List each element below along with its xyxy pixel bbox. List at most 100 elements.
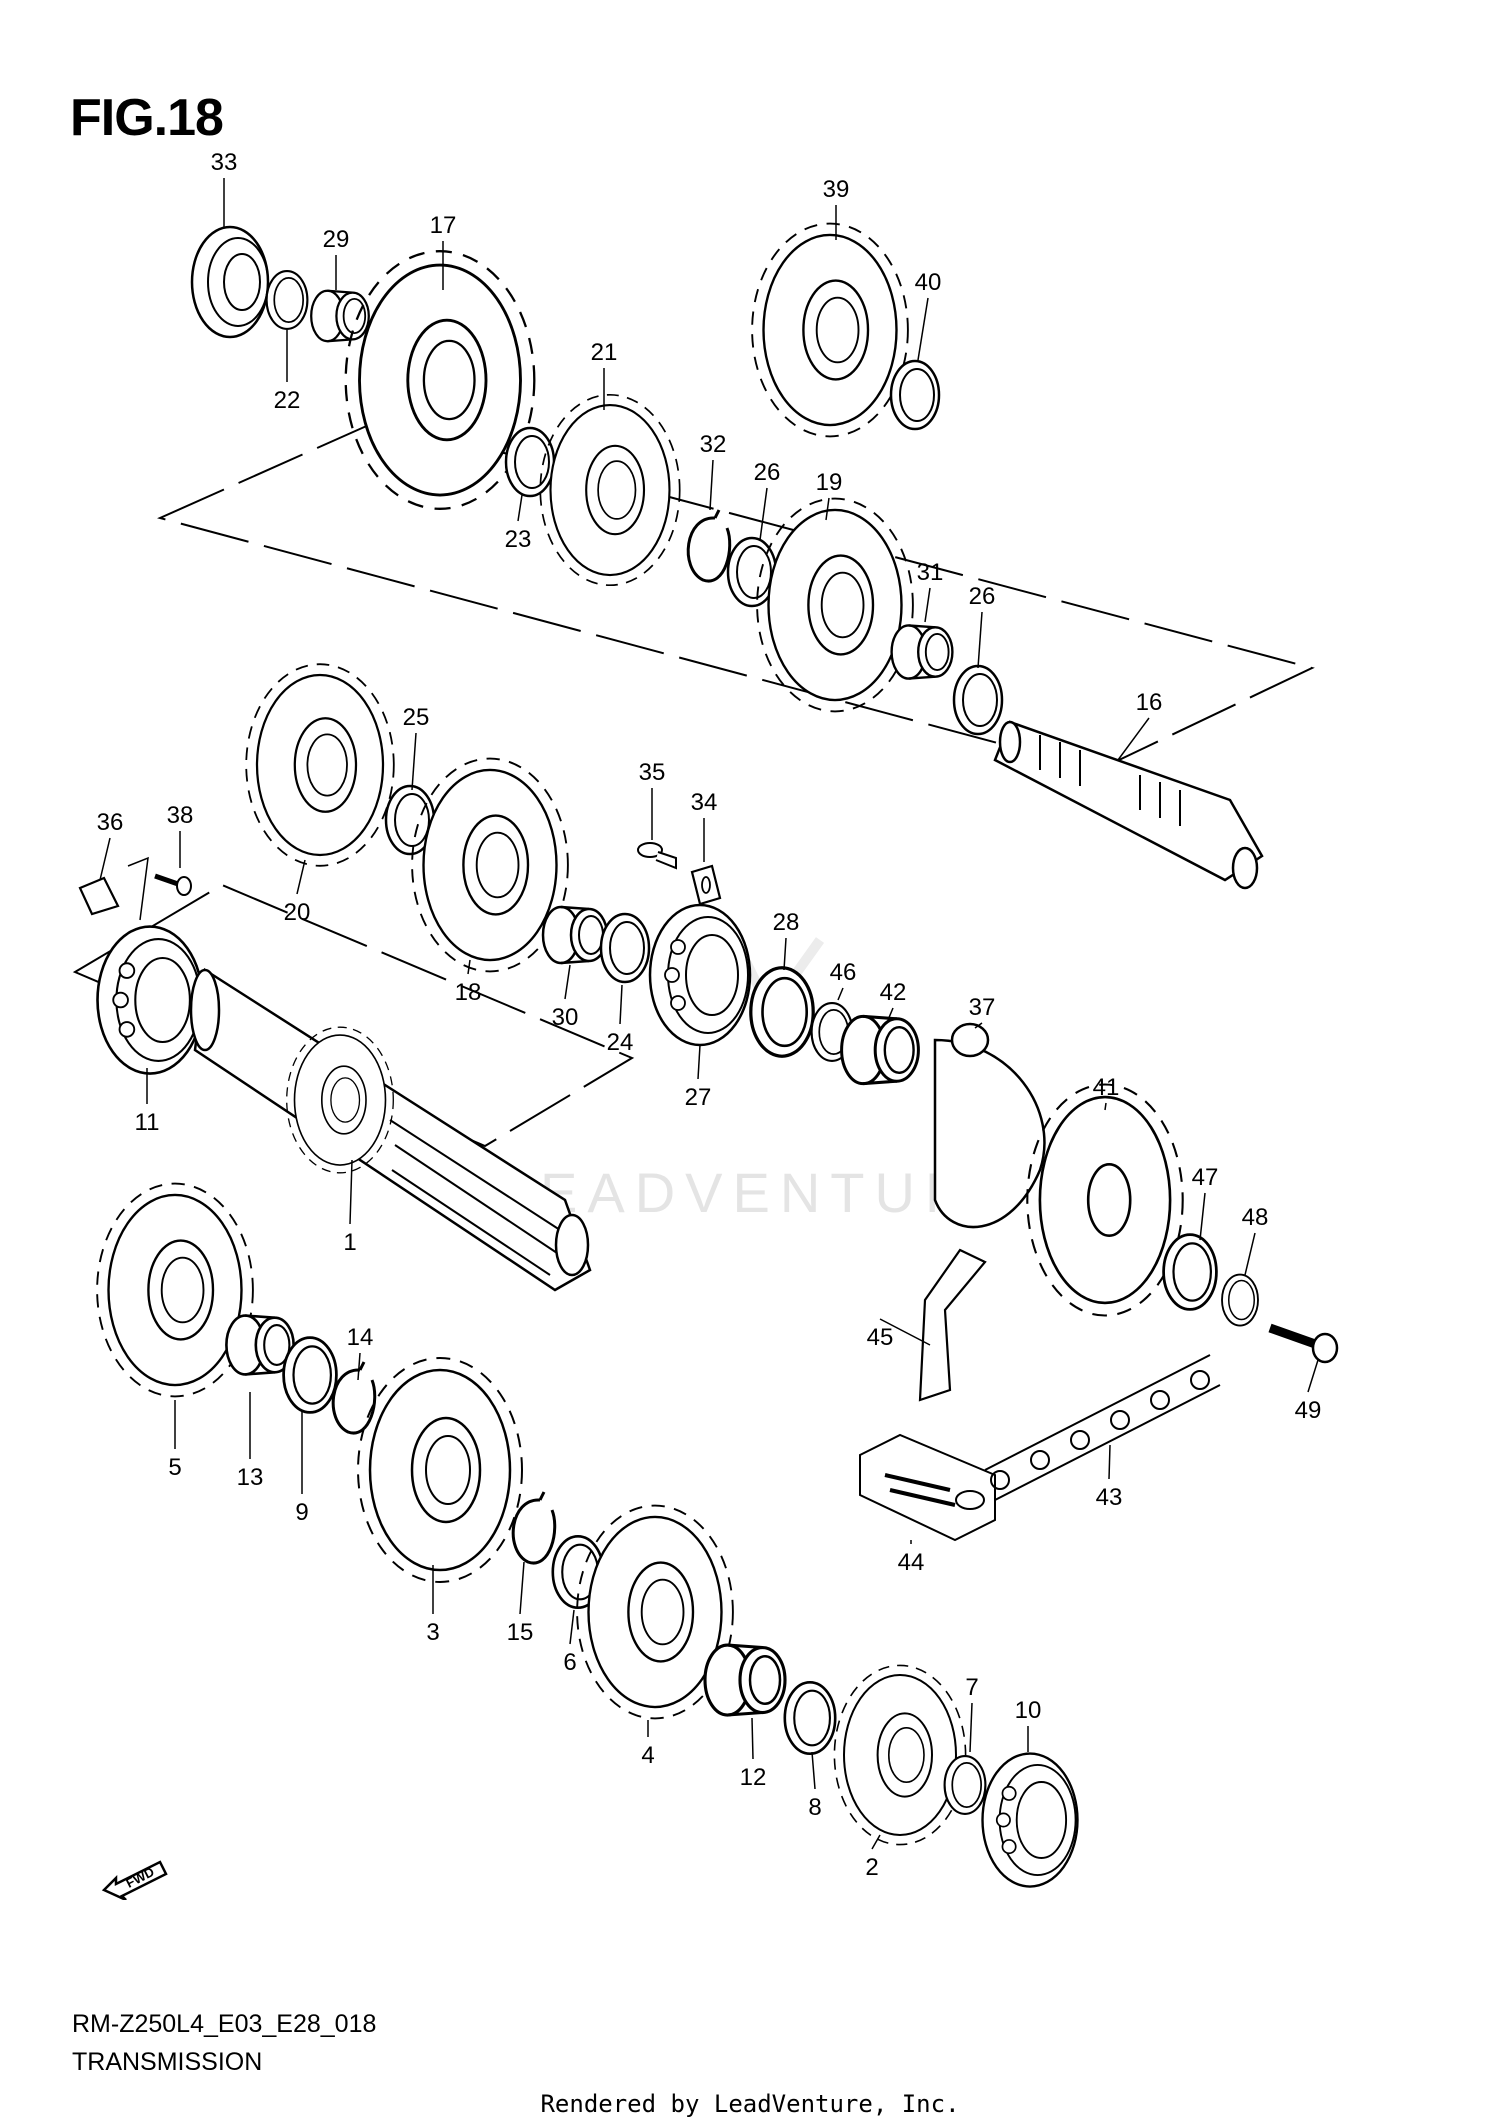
callout-leader-24: [619, 984, 623, 1025]
part-11-bearing: [96, 925, 204, 1075]
part-36-stopper: [78, 856, 149, 921]
callout-38: 38: [167, 802, 194, 829]
part-8-washer: [783, 1680, 837, 1756]
callout-leader-49: [1307, 1359, 1319, 1393]
callout-leader-12: [751, 1717, 754, 1760]
callout-43: 43: [1096, 1484, 1123, 1511]
callout-17: 17: [430, 212, 457, 239]
callout-leader-8: [811, 1751, 816, 1790]
callout-37: 37: [969, 994, 996, 1021]
part-33-bearing: [190, 225, 270, 339]
part-1-driveshaft: [189, 967, 592, 1292]
callout-47: 47: [1192, 1164, 1219, 1191]
callout-4: 4: [641, 1742, 654, 1769]
callout-21: 21: [591, 339, 618, 366]
callout-27: 27: [685, 1084, 712, 1111]
callout-22: 22: [274, 387, 301, 414]
callout-19: 19: [816, 469, 843, 496]
callout-leader-1: [349, 1159, 353, 1225]
part-42-spacer: [840, 1014, 920, 1086]
callout-2: 2: [865, 1854, 878, 1881]
part-45-guide: [918, 1248, 987, 1402]
part-39-gear: [750, 222, 910, 438]
part-7-washer: [943, 1755, 987, 1815]
fwd-arrow-icon: FWD: [101, 1860, 168, 1902]
callout-leader-25: [411, 732, 417, 791]
callout-39: 39: [823, 176, 850, 203]
callout-leader-2: [871, 1834, 881, 1850]
callout-leader-19: [825, 497, 830, 521]
callout-leader-32: [709, 459, 714, 511]
callout-leader-18: [467, 959, 471, 975]
callout-leader-7: [969, 1702, 973, 1753]
callout-33: 33: [211, 149, 238, 176]
callout-8: 8: [808, 1794, 821, 1821]
callout-14: 14: [347, 1324, 374, 1351]
callout-25: 25: [403, 704, 430, 731]
callout-10: 10: [1015, 1697, 1042, 1724]
diagram-code: RM-Z250L4_E03_E28_018: [72, 2010, 377, 2038]
callout-leader-27: [697, 1044, 701, 1080]
callout-leader-15: [519, 1561, 525, 1615]
part-2-gear: [833, 1664, 967, 1846]
part-44-joint: [859, 1433, 996, 1542]
part-37-cover: [933, 1022, 1046, 1229]
part-23-washer: [504, 426, 556, 498]
callout-20: 20: [284, 899, 311, 926]
part-14-circlip: [331, 1360, 377, 1435]
section-name: TRANSMISSION: [72, 2048, 263, 2076]
callout-15: 15: [507, 1619, 534, 1646]
callout-leader-48: [1244, 1232, 1256, 1276]
part-49-bolt: [1268, 1323, 1339, 1364]
part-10-bearing: [981, 1752, 1079, 1888]
part-34-washer: [690, 864, 722, 906]
callout-leader-30: [564, 964, 571, 1000]
part-20-gear: [245, 663, 395, 867]
callout-leader-42: [887, 1007, 894, 1021]
callout-leader-36: [99, 837, 111, 881]
callout-9: 9: [295, 1499, 308, 1526]
part-5-gear: [95, 1182, 255, 1398]
callout-48: 48: [1242, 1204, 1269, 1231]
callout-leader-16: [1117, 717, 1150, 761]
part-48-washer: [1221, 1273, 1259, 1327]
callout-28: 28: [773, 909, 800, 936]
callout-leader-45: [879, 1318, 931, 1346]
fwd-arrow: FWD: [100, 1840, 180, 1902]
callout-leader-43: [1108, 1444, 1111, 1480]
figure-title: FIG.18: [70, 89, 224, 147]
callout-3: 3: [426, 1619, 439, 1646]
part-9-washer: [282, 1336, 338, 1414]
callout-11: 11: [135, 1109, 160, 1136]
callout-leader-37: [974, 1022, 983, 1029]
callout-24: 24: [607, 1029, 634, 1056]
part-47-washer: [1162, 1233, 1218, 1311]
part-40-washer: [889, 359, 941, 431]
callout-leader-6: [569, 1609, 575, 1645]
part-12-bearing: [703, 1643, 787, 1717]
part-1-gear: [285, 1026, 395, 1174]
part-29-bush: [310, 289, 370, 343]
callout-16: 16: [1136, 689, 1163, 716]
callout-7: 7: [965, 1674, 978, 1701]
callout-leader-20: [296, 859, 306, 895]
callout-32: 32: [700, 431, 727, 458]
part-24-washer: [599, 912, 651, 984]
callout-45: 45: [867, 1324, 894, 1351]
callout-30: 30: [552, 1004, 579, 1031]
callout-1: 1: [343, 1229, 356, 1256]
callout-41: 41: [1093, 1074, 1120, 1101]
callout-leader-14: [357, 1352, 361, 1381]
part-35-screw: [637, 842, 677, 870]
callout-leader-46: [837, 987, 844, 1001]
callout-5: 5: [168, 1454, 181, 1481]
callout-34: 34: [691, 789, 718, 816]
part-41-sprocket: [1026, 1083, 1184, 1317]
callout-40: 40: [915, 269, 942, 296]
callout-13: 13: [237, 1464, 264, 1491]
callout-44: 44: [898, 1549, 925, 1576]
part-32-circlip: [686, 508, 732, 583]
part-31-bush: [890, 624, 954, 680]
callout-leader-26: [759, 487, 768, 541]
